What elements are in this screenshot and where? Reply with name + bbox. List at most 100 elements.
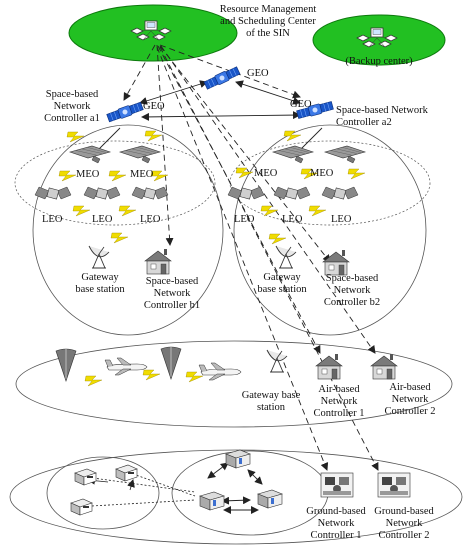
air-controller-1-line3: Controller 1 xyxy=(313,408,364,419)
center-title-line1: Resource Management xyxy=(220,4,317,15)
geo-left-label: GEO xyxy=(143,101,165,112)
space-domain-a1-ellipse xyxy=(32,124,224,336)
meo-satellite-icon xyxy=(272,145,314,164)
controller-a2-line2: Controller a2 xyxy=(336,117,392,128)
controller-a1-line3: Controller a1 xyxy=(44,113,100,124)
access-router-icon xyxy=(115,464,138,482)
airship-icon xyxy=(55,348,77,382)
gateway-1-line1: Gateway xyxy=(81,272,119,283)
controller-a2-line1: Space-based Network xyxy=(336,105,429,116)
aircraft-icon xyxy=(198,362,242,381)
leo-satellite-icon xyxy=(83,186,121,200)
leo-satellite-icon xyxy=(273,186,311,200)
orbit-ring-left xyxy=(14,140,216,226)
air-gateway-line2: station xyxy=(257,402,286,413)
controller-b2-line2: Network xyxy=(334,285,371,296)
controller-b2-line1: Space-based xyxy=(326,273,379,284)
leo-satellite-icon xyxy=(227,186,265,200)
ground-access-ellipse xyxy=(46,456,160,530)
leo-label: LEO xyxy=(282,214,303,225)
geo-top-label: GEO xyxy=(247,68,269,79)
leo-satellite-icon xyxy=(131,186,169,200)
ground-controller-2-line3: Controller 2 xyxy=(378,530,429,541)
leo-label: LEO xyxy=(234,214,255,225)
gateway-dish-icon xyxy=(88,245,110,269)
leo-label: LEO xyxy=(331,214,352,225)
lightning-icon xyxy=(268,233,287,245)
gateway-2-line1: Gateway xyxy=(263,272,301,283)
leo-satellite-icon xyxy=(321,186,359,200)
lightning-icon xyxy=(235,167,254,179)
gateway-dish-icon xyxy=(275,245,297,269)
leo-label: LEO xyxy=(42,214,63,225)
air-controller-2-house-icon xyxy=(370,353,398,380)
controller-b2-house-icon xyxy=(322,249,350,276)
gateway-1-line2: base station xyxy=(75,284,125,295)
geo-satellite-a1-icon xyxy=(105,100,145,124)
ground-controller-1-line1: Ground-based xyxy=(306,506,366,517)
air-controller-1-house-icon xyxy=(315,353,343,380)
controller-a1-line1: Space-based xyxy=(46,89,99,100)
leo-satellite-icon xyxy=(34,186,72,200)
lightning-icon xyxy=(66,131,85,143)
lightning-icon xyxy=(118,205,137,217)
center-title-line2: and Scheduling Center xyxy=(220,16,316,27)
meo-satellite-icon xyxy=(119,145,161,164)
air-controller-2-line1: Air-based xyxy=(389,382,431,393)
ground-access-links xyxy=(91,473,196,507)
air-controller-1-line2: Network xyxy=(321,396,358,407)
space-domain-a2-ellipse xyxy=(233,124,427,336)
aircraft-icon xyxy=(104,357,148,376)
access-router-icon xyxy=(74,468,97,486)
lightning-icon xyxy=(347,168,366,180)
air-gateway-line1: Gateway base xyxy=(242,390,301,401)
lightning-icon xyxy=(84,375,103,387)
controller-b2-line3: Controller b2 xyxy=(324,297,380,308)
air-domain-ellipse xyxy=(15,340,453,428)
meo-satellite-icon xyxy=(324,145,366,164)
core-switch-icon xyxy=(257,489,283,509)
controller-b1-line2: Network xyxy=(154,288,191,299)
meo-satellite-icon xyxy=(69,145,111,164)
leo-label: LEO xyxy=(140,214,161,225)
ground-controller-1-line2: Network xyxy=(318,518,355,529)
controller-b1-line1: Space-based xyxy=(146,276,199,287)
lightning-icon xyxy=(142,369,161,381)
geo-links xyxy=(97,80,323,151)
leo-label: LEO xyxy=(92,214,113,225)
air-controller-1-line1: Air-based xyxy=(318,384,360,395)
ground-controller-1-line3: Controller 1 xyxy=(310,530,361,541)
lightning-icon xyxy=(260,205,279,217)
core-switch-icon xyxy=(199,491,225,511)
lightning-icon xyxy=(308,205,327,217)
lightning-icon xyxy=(185,371,204,383)
geo-right-label: GEO xyxy=(290,99,312,110)
controller-b1-line3: Controller b1 xyxy=(144,300,200,311)
ground-controller-2-icon xyxy=(377,472,411,498)
access-router-icon xyxy=(70,498,93,516)
core-switch-icon xyxy=(225,449,251,469)
ground-domain-ellipse xyxy=(9,449,463,545)
meo-label: MEO xyxy=(130,169,154,180)
backup-center-label: (Backup center) xyxy=(345,56,413,67)
gateway-2-line2: base station xyxy=(257,284,307,295)
lightning-icon xyxy=(110,232,129,244)
gateway-dish-icon xyxy=(266,349,288,373)
geo-satellite-icon xyxy=(203,65,241,91)
meo-label: MEO xyxy=(76,169,100,180)
controller-b1-house-icon xyxy=(144,248,172,275)
lightning-icon xyxy=(108,170,127,182)
lightning-icon xyxy=(58,170,77,182)
ground-core-links xyxy=(207,462,263,514)
lightning-icon xyxy=(72,205,91,217)
center-title-line3: of the SIN xyxy=(246,28,290,39)
airship-icon xyxy=(160,346,182,380)
ground-controller-1-icon xyxy=(320,472,354,498)
ground-controller-2-line2: Network xyxy=(386,518,423,529)
lightning-icon xyxy=(144,130,163,142)
meo-label: MEO xyxy=(254,168,278,179)
lightning-icon xyxy=(283,130,302,142)
air-controller-2-line3: Controller 2 xyxy=(384,406,435,417)
controller-a1-line2: Network xyxy=(54,101,91,112)
